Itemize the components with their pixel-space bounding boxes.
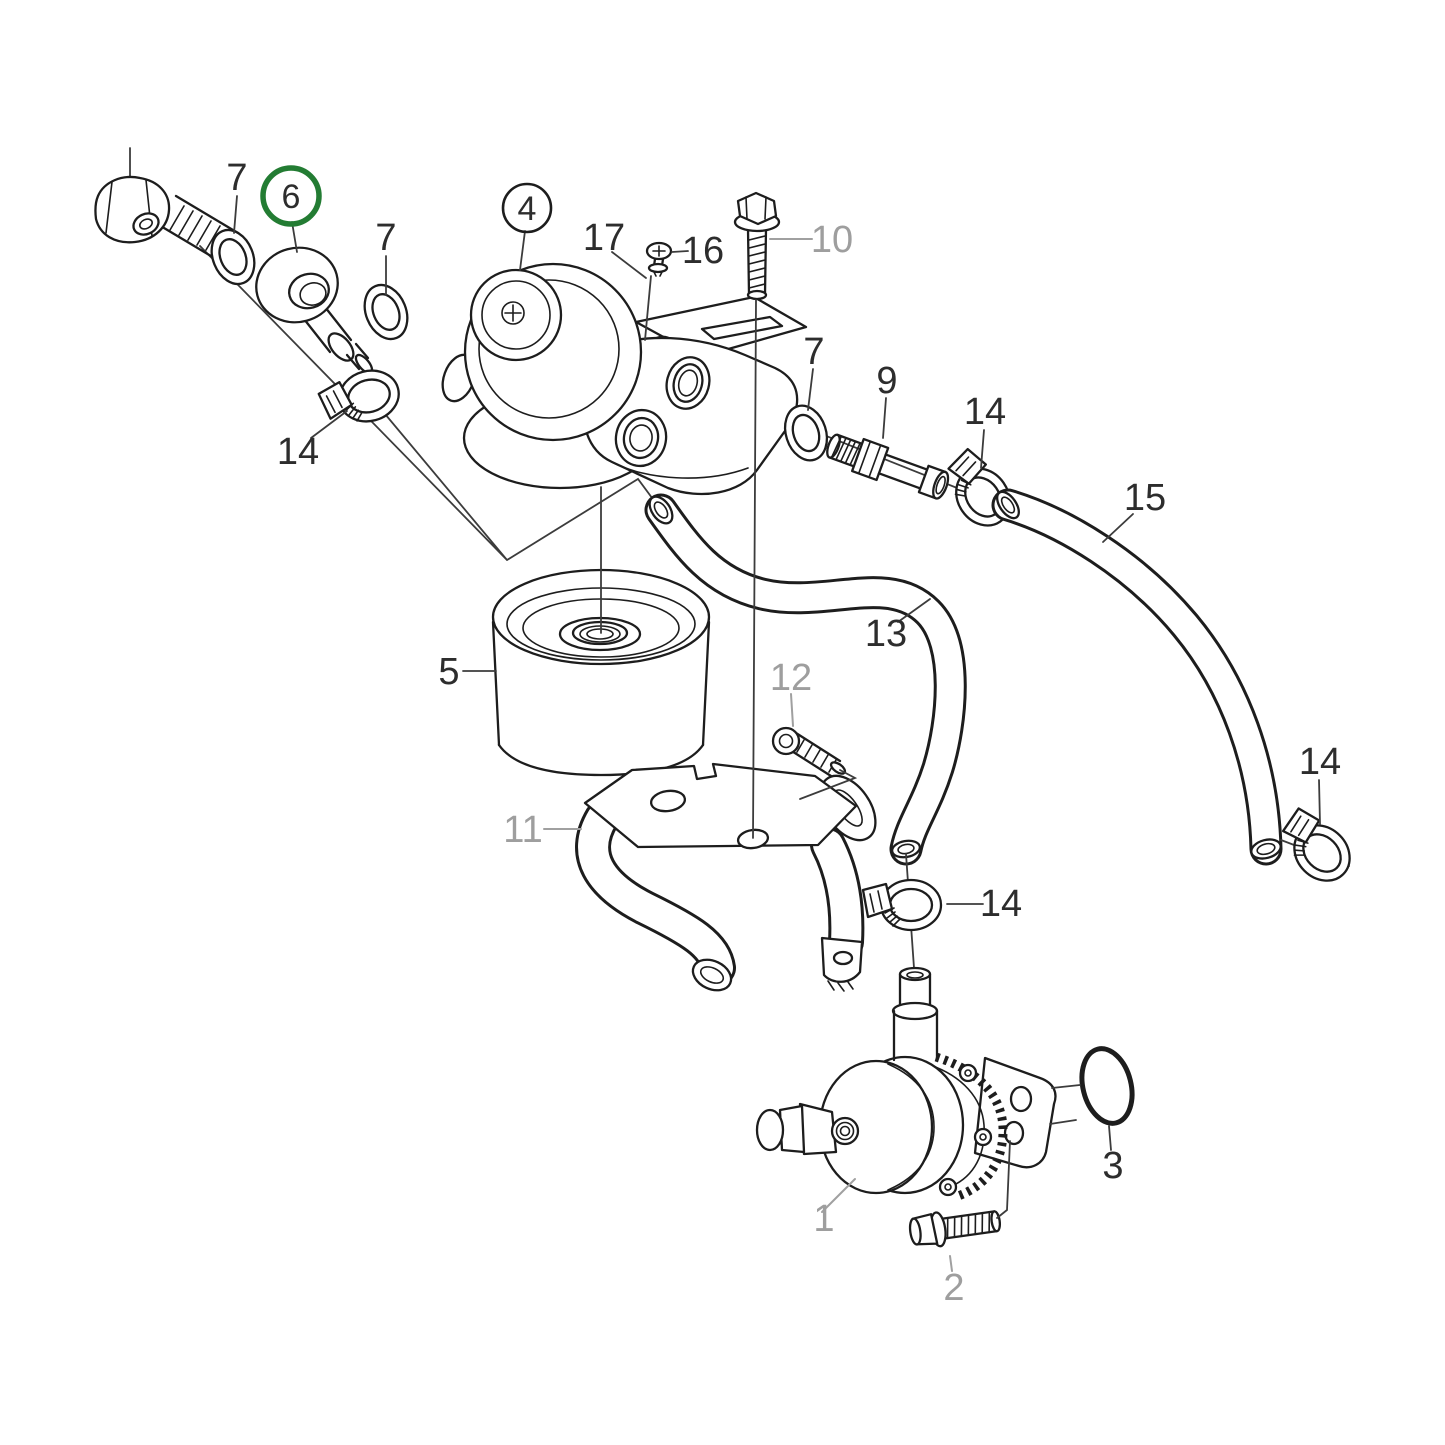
callout-6-banjo-fitting[interactable]: 6 xyxy=(282,178,301,216)
pump-mount-flange xyxy=(973,1056,1057,1169)
hose-long xyxy=(991,488,1283,866)
callout-ring-4 xyxy=(501,182,553,234)
callout-7-washer-outlet[interactable]: 7 xyxy=(803,331,824,373)
callout-17-screw-pin[interactable]: 17 xyxy=(583,217,625,259)
callout-1-fuel-pump[interactable]: 1 xyxy=(813,1198,834,1240)
callout-14-clamp-pump-inlet[interactable]: 14 xyxy=(980,883,1022,925)
flange-bolt xyxy=(733,191,781,301)
callout-9-nipple[interactable]: 9 xyxy=(876,360,897,402)
callout-14-clamp-banjo[interactable]: 14 xyxy=(277,431,319,473)
callout-12-bracket-screw[interactable]: 12 xyxy=(770,657,812,699)
callout-labels: 7 6 7 4 17 16 10 7 9 14 15 14 13 5 12 11… xyxy=(226,157,1341,1309)
clamp-pump-inlet xyxy=(861,878,943,932)
pump-bolt xyxy=(908,1210,1002,1248)
callout-16-vent-screw[interactable]: 16 xyxy=(682,230,724,272)
washer-front xyxy=(202,222,264,292)
callout-4-regulator[interactable]: 4 xyxy=(518,190,537,228)
callout-10-flange-bolt[interactable]: 10 xyxy=(811,219,853,261)
banjo-fitting xyxy=(255,246,374,375)
callout-11-bracket[interactable]: 11 xyxy=(503,809,542,851)
callout-7-washer-rear[interactable]: 7 xyxy=(375,217,396,259)
bracket-screw xyxy=(771,726,858,800)
callout-3-o-ring[interactable]: 3 xyxy=(1102,1145,1123,1187)
o-ring xyxy=(1049,1046,1135,1151)
pressure-regulator xyxy=(441,241,808,496)
highlight-ring-6 xyxy=(260,165,322,227)
bracket-plate xyxy=(583,762,858,849)
bracket xyxy=(575,762,877,992)
filter-insert xyxy=(491,486,711,777)
callout-14-clamp-hose-end[interactable]: 14 xyxy=(1299,741,1341,783)
callout-2-pump-bolt[interactable]: 2 xyxy=(943,1267,964,1309)
outlet-nipple xyxy=(826,433,950,500)
callout-5-filter-insert[interactable]: 5 xyxy=(438,651,459,693)
pump-left-inlet xyxy=(755,1102,860,1156)
vent-screw xyxy=(645,241,673,277)
callout-leaders xyxy=(233,195,1321,1272)
callout-14-clamp-outlet[interactable]: 14 xyxy=(964,391,1006,433)
clamp-hose-end xyxy=(1269,800,1363,894)
callout-13-hose-to-pump[interactable]: 13 xyxy=(865,613,907,655)
banjo-bolt-hole xyxy=(132,212,160,236)
callout-7-washer-front[interactable]: 7 xyxy=(226,157,247,199)
fuel-pump xyxy=(755,966,1057,1201)
hose-to-pump xyxy=(644,493,967,866)
callout-15-hose-long[interactable]: 15 xyxy=(1124,477,1166,519)
